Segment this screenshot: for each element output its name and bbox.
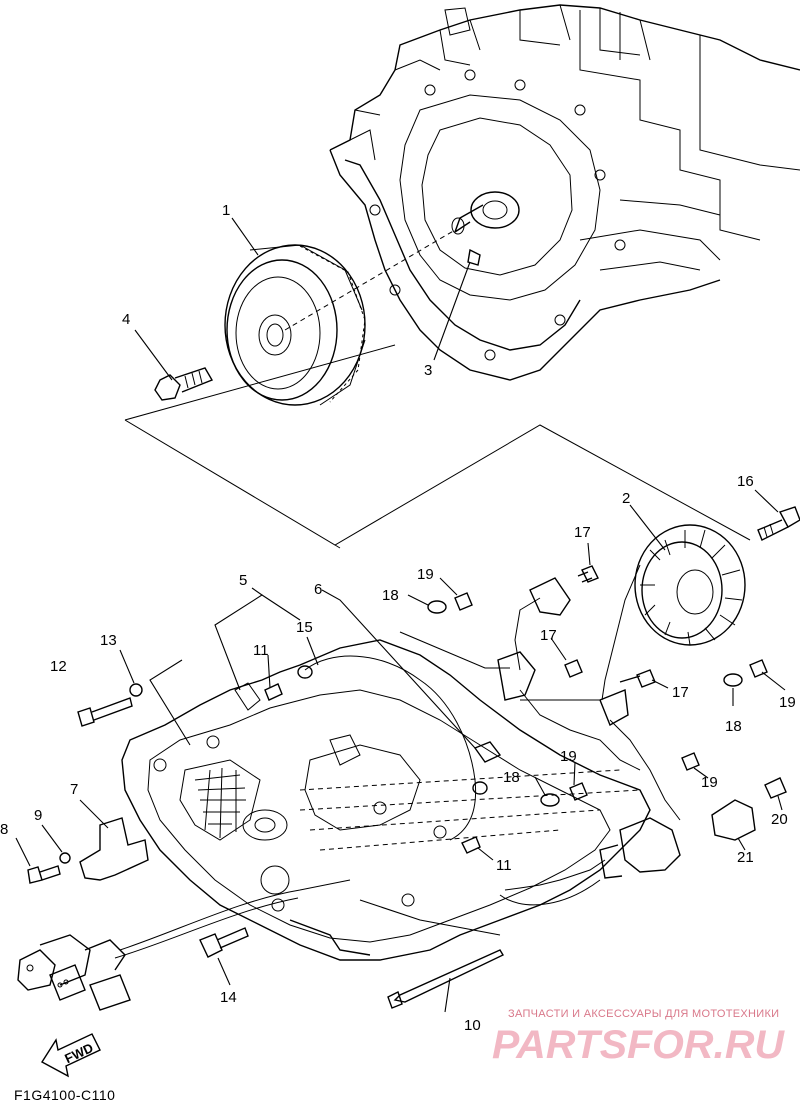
diagram-code: F1G4100-C110 [14,1087,115,1103]
callout-20: 20 [771,811,788,828]
callout-19c: 19 [560,748,577,765]
callout-7: 7 [70,781,78,798]
screw-19a [454,592,473,611]
callout-19d: 19 [701,774,718,791]
callout-16: 16 [737,473,754,490]
callout-numbers: 1 2 3 4 5 6 7 8 9 10 11 11 12 13 14 15 1… [0,202,796,1034]
subassembly-outline [124,344,751,549]
callout-2: 2 [622,490,630,507]
screw-17a [577,565,599,583]
callout-4: 4 [122,311,130,328]
wire-harness [17,879,351,1011]
dowel-11-lower [461,836,481,854]
callout-9: 9 [34,807,42,824]
callout-21: 21 [737,849,754,866]
fwd-label: FWD [62,1040,95,1066]
bolt-14 [199,927,249,958]
flywheel-gear [224,244,366,406]
engine-block [329,4,800,381]
pickup-coil-assembly [497,564,681,906]
callout-3: 3 [424,362,432,379]
screw-19c [569,782,588,801]
screw-19b [749,659,768,678]
callout-6: 6 [314,581,322,598]
callout-15: 15 [296,619,313,636]
dowel-11-upper [264,683,283,701]
callout-19b: 19 [779,694,796,711]
watermark-tagline: ЗАПЧАСТИ И АКСЕССУАРЫ ДЛЯ МОТОТЕХНИКИ [508,1008,779,1020]
screw-20 [764,777,787,799]
o-ring-lower [472,781,488,795]
flywheel-bolt [154,367,214,401]
watermark-brand: PARTSFOR.RU [492,1023,785,1067]
bolt-8 [27,865,61,884]
washer-9 [59,852,71,864]
washer-13 [129,683,143,697]
callout-17b: 17 [540,627,557,644]
callout-19a: 19 [417,566,434,583]
callout-5: 5 [239,572,247,589]
callout-1: 1 [222,202,230,219]
callout-10: 10 [464,1017,481,1034]
o-ring [297,665,313,679]
washer-18a [427,600,447,614]
alignment-line [284,229,456,331]
callout-18b: 18 [725,718,742,735]
callout-11-upper: 11 [253,642,269,659]
leader-lines [15,217,786,1013]
washer-18b [723,673,743,687]
gasket-wire [304,655,477,841]
bolt-12 [77,697,133,727]
crankcase-cover [121,639,651,961]
harness-bracket [79,817,149,881]
callout-14: 14 [220,989,237,1006]
callout-13: 13 [100,632,117,649]
stator-screw [757,506,800,541]
callout-8: 8 [0,821,8,838]
callout-18a: 18 [382,587,399,604]
callout-18c: 18 [503,769,520,786]
screw-17b [564,659,583,678]
callout-12: 12 [50,658,67,675]
watermark: ЗАПЧАСТИ И АКСЕССУАРЫ ДЛЯ МОТОТЕХНИКИ PA… [492,1008,785,1067]
screw-17c [619,669,656,688]
callout-11-lower: 11 [496,857,512,874]
cable-tie [387,949,504,1009]
callout-17c: 17 [672,684,689,701]
dowel-pin [473,741,502,763]
terminal-block-21 [711,799,756,841]
forward-direction-arrow: FWD [41,1033,101,1078]
washer-18c [540,793,560,807]
screw-19d [681,752,700,771]
callout-17a: 17 [574,524,591,541]
stator-coil [634,524,746,646]
